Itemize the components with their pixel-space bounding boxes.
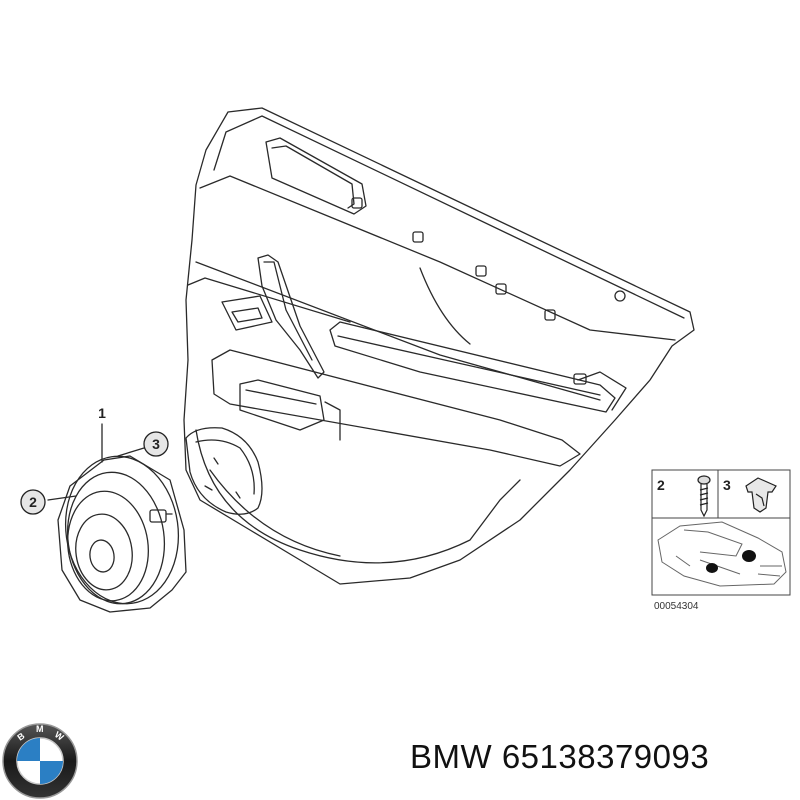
svg-text:3: 3 <box>723 477 731 493</box>
svg-text:00054304: 00054304 <box>654 601 699 612</box>
callout-3: 3 <box>143 431 169 457</box>
svg-text:B: B <box>15 730 26 742</box>
callout-1: 1 <box>98 405 106 421</box>
screw-icon <box>697 475 711 518</box>
brand-name: BMW <box>410 738 493 775</box>
loudspeaker <box>57 455 187 613</box>
svg-text:1: 1 <box>98 405 106 421</box>
callout-2: 2 <box>20 489 46 515</box>
leader-lines <box>47 423 145 501</box>
door-trim-panel <box>183 107 695 585</box>
car-locator-icon <box>657 521 787 587</box>
part-number: 65138379093 <box>501 738 710 775</box>
fastener-inset: 2 3 00054304 <box>651 469 791 612</box>
bmw-roundel-icon: B M W <box>2 723 78 799</box>
clip-nut-icon <box>745 477 777 513</box>
product-label: BMW 65138379093 <box>410 738 709 776</box>
svg-text:2: 2 <box>29 494 37 510</box>
svg-text:M: M <box>36 724 44 734</box>
svg-text:2: 2 <box>657 477 665 493</box>
svg-text:3: 3 <box>152 436 160 452</box>
